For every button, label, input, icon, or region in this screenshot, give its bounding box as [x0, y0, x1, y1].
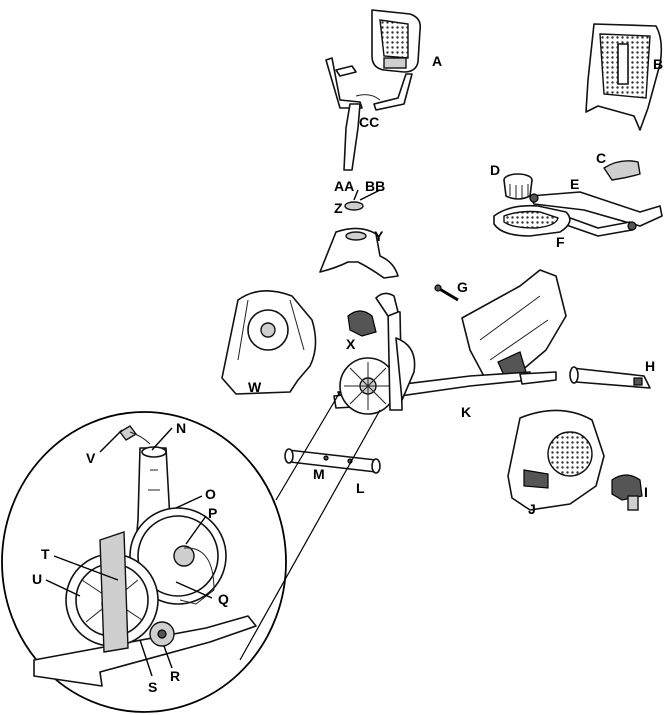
label-B: B [653, 56, 663, 72]
part-pin [434, 284, 459, 302]
part-front-shroud [319, 227, 399, 279]
part-right-cover [507, 409, 605, 511]
detail-callout [1, 391, 381, 713]
label-F: F [556, 234, 565, 250]
part-cup-holder [503, 173, 533, 200]
label-J: J [528, 501, 536, 517]
label-BB: BB [365, 178, 385, 194]
label-V: V [86, 450, 96, 466]
label-M: M [313, 466, 325, 482]
label-K: K [461, 404, 471, 420]
part-seat-bottom [493, 204, 571, 237]
part-seat-frame [529, 191, 663, 237]
label-D: D [490, 162, 500, 178]
label-AA: AA [334, 178, 354, 194]
part-seat-knob [603, 160, 641, 181]
label-C: C [596, 150, 606, 166]
label-R: R [170, 668, 180, 684]
label-Q: Q [218, 591, 229, 607]
part-left-cover [221, 290, 317, 395]
detail-mechanism [33, 425, 257, 687]
label-H: H [645, 358, 655, 374]
label-T: T [41, 546, 50, 562]
part-pedal-right [611, 474, 643, 511]
part-console [371, 9, 422, 73]
part-labels: A B C CC D E F AA BB Z Y G H X W K I J M… [32, 53, 663, 695]
label-G: G [457, 279, 468, 295]
label-S: S [148, 679, 157, 695]
label-I: I [644, 484, 648, 500]
label-Y: Y [374, 228, 384, 244]
label-U: U [32, 571, 42, 587]
part-washer [344, 201, 364, 211]
part-pedal-left [347, 310, 377, 337]
label-A: A [432, 53, 442, 69]
part-handlebar-upright [325, 57, 413, 171]
label-E: E [570, 176, 579, 192]
label-W: W [248, 379, 262, 395]
label-Z: Z [334, 200, 343, 216]
label-P: P [208, 505, 217, 521]
label-N: N [176, 420, 186, 436]
part-rear-stabilizer [569, 366, 651, 389]
label-O: O [205, 486, 216, 502]
part-bike-body [339, 292, 416, 415]
label-CC: CC [359, 114, 379, 130]
shroud-opening [345, 231, 367, 241]
label-L: L [356, 480, 365, 496]
part-seat-back [585, 23, 663, 131]
leader-lines [45, 189, 381, 677]
label-X: X [346, 336, 356, 352]
